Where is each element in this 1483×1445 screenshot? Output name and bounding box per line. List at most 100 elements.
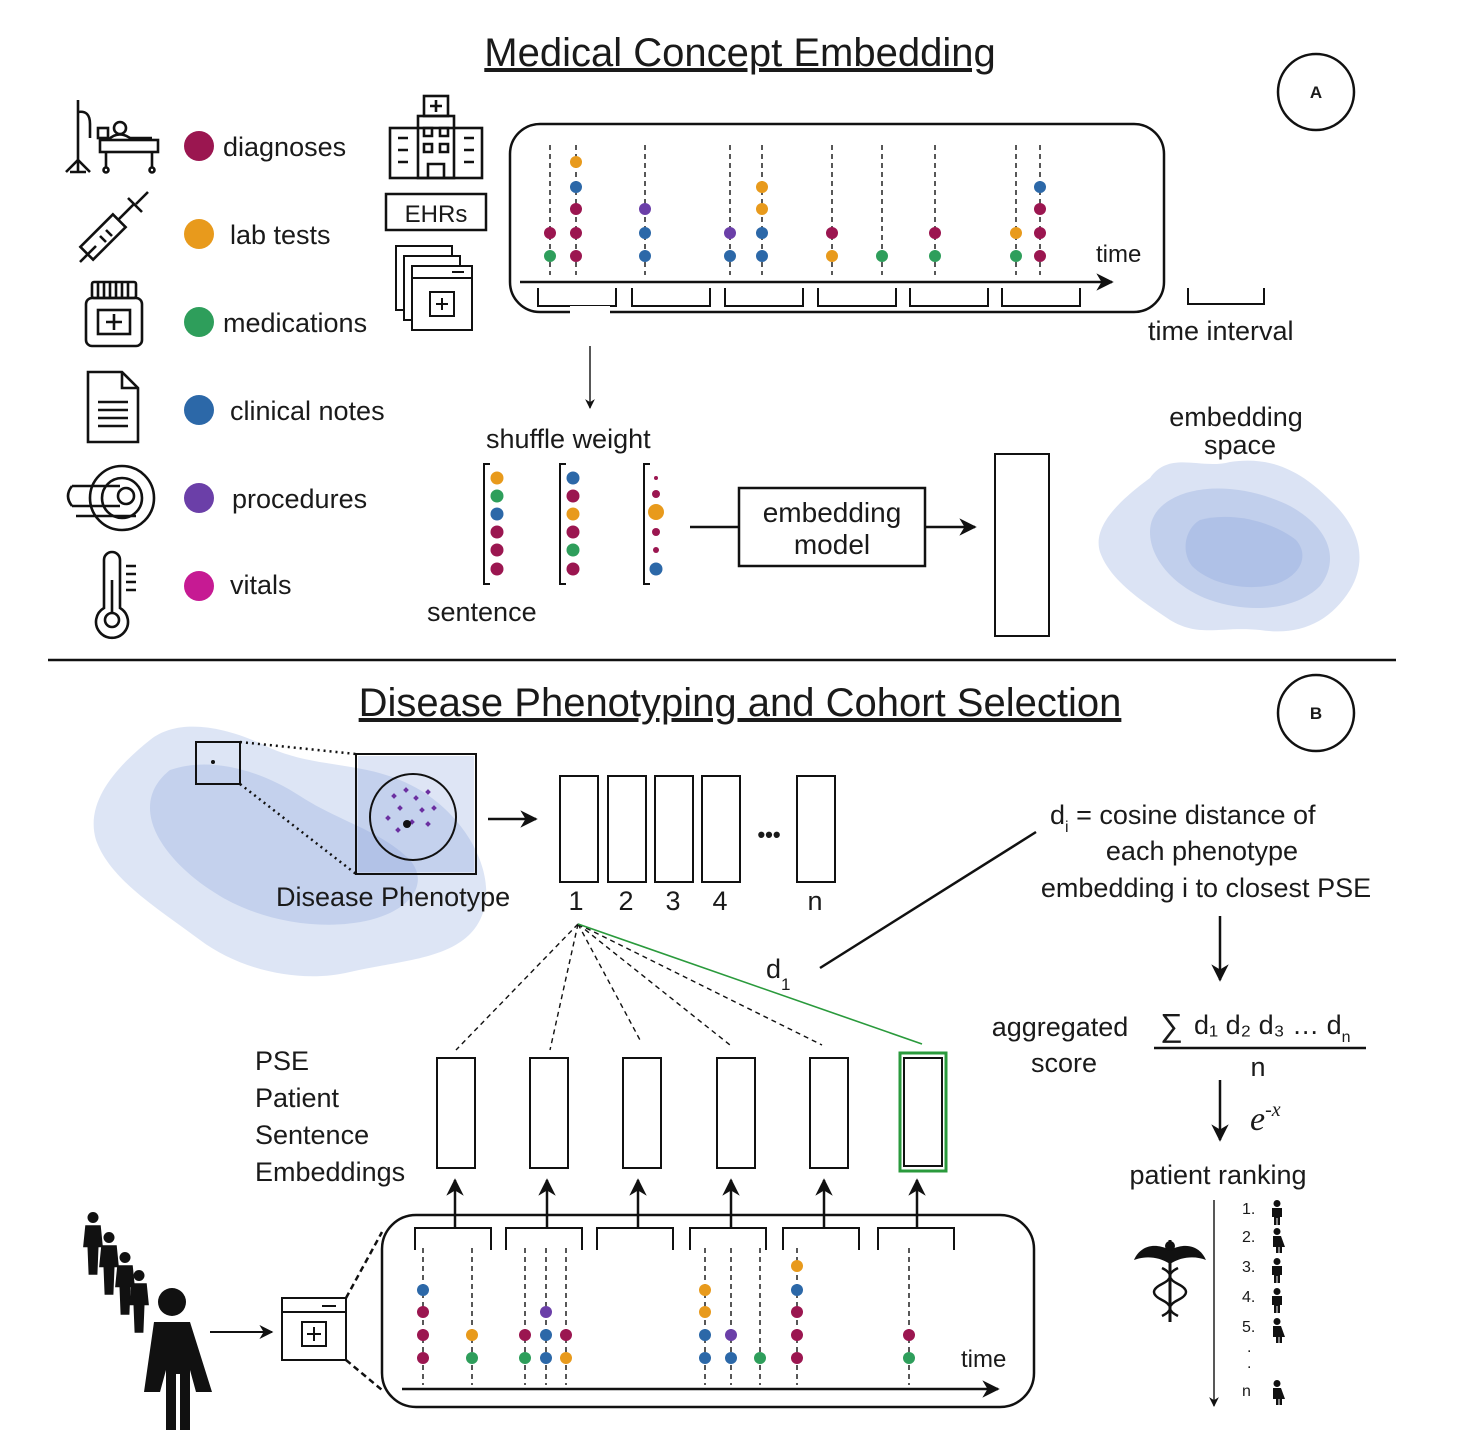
- cos-d: d: [1050, 800, 1065, 830]
- event-dot: [826, 250, 838, 262]
- event-dot: [699, 1284, 711, 1296]
- event-dot: [1010, 227, 1022, 239]
- pse-vectors: [436, 1051, 948, 1173]
- event-dot: [699, 1306, 711, 1318]
- legend-dot-diagnoses: [184, 131, 214, 161]
- event-dot: [1034, 203, 1046, 215]
- d1-leader-line: [819, 830, 1037, 970]
- rank-label: 5.: [1242, 1319, 1255, 1336]
- event-dot: [929, 250, 941, 262]
- event-dot: [791, 1260, 803, 1272]
- female-patient-icon: [1273, 1318, 1285, 1343]
- embedding-space-line1: embedding: [1169, 402, 1303, 432]
- exp-base: e: [1250, 1101, 1265, 1138]
- interval-bracket: [689, 1227, 767, 1250]
- event-dot: [929, 227, 941, 239]
- rank-label: .: [1247, 1339, 1251, 1356]
- event-dot: [570, 156, 582, 168]
- event-dot: [725, 1352, 737, 1364]
- phenotype-vector: [559, 775, 599, 883]
- model-label-line2: model: [794, 529, 870, 560]
- d1-main: d: [766, 954, 781, 984]
- zoom-source-box: [195, 741, 241, 785]
- male-patient-icon: [1272, 1258, 1282, 1283]
- cos-line1-rest: = cosine distance of: [1069, 800, 1316, 830]
- event-dot: [756, 203, 768, 215]
- rank-label: 3.: [1242, 1259, 1255, 1276]
- legend-dot-medications: [184, 307, 214, 337]
- legend-label-medications: medications: [223, 308, 367, 338]
- event-dot: [791, 1284, 803, 1296]
- zoom-leader-top: [239, 740, 357, 756]
- section-a: Medical Concept Embedding A: [65, 31, 1360, 640]
- event-dot: [570, 250, 582, 262]
- vector-ellipsis: •••: [757, 822, 780, 847]
- pse-line: Sentence: [255, 1120, 369, 1150]
- event-dot: [756, 250, 768, 262]
- event-dot: [699, 1329, 711, 1341]
- vector-index-labels: 1 2 3 4 n: [568, 886, 822, 916]
- cos-line2: each phenotype: [1106, 836, 1298, 866]
- record-leader-top: [344, 1231, 384, 1299]
- event-dot: [791, 1329, 803, 1341]
- formula-sub-n: n: [1342, 1029, 1351, 1046]
- event-dot: [1034, 181, 1046, 193]
- event-dot: [756, 227, 768, 239]
- pse-label: PSE Patient Sentence Embeddings: [255, 1046, 405, 1187]
- female-patient-icon: [1273, 1228, 1285, 1253]
- mri-scanner-icon: [66, 464, 156, 532]
- svg-text:di = cosine distance of: di = cosine distance of: [1050, 800, 1316, 836]
- distance-line: [577, 923, 641, 1041]
- badge-a-circle: [1276, 52, 1356, 132]
- timeline-b-events: [417, 1248, 915, 1385]
- event-dot: [1034, 250, 1046, 262]
- distance-line: [455, 923, 579, 1051]
- model-label-line1: embedding: [763, 497, 902, 528]
- event-dot: [540, 1306, 552, 1318]
- thermometer-icon: [94, 550, 136, 640]
- hospital-building-icon: [388, 94, 484, 180]
- phenotype-vector: [701, 775, 741, 883]
- legend-label-diagnoses: diagnoses: [223, 132, 346, 162]
- interval-brackets-a: [537, 288, 1081, 307]
- exp-power: -x: [1265, 1099, 1281, 1121]
- section-b-title: Disease Phenotyping and Cohort Selection: [359, 681, 1122, 725]
- interval-bracket: [596, 1227, 674, 1250]
- event-dot: [417, 1352, 429, 1364]
- document-icon: [86, 370, 140, 444]
- event-dot: [724, 227, 736, 239]
- zoom-leader-bottom: [239, 783, 357, 875]
- embedding-vector: [994, 453, 1050, 637]
- time-label-b: time: [961, 1346, 1006, 1373]
- ehrs-box: [384, 192, 488, 232]
- time-label-a: time: [1096, 241, 1141, 268]
- vector-index: 4: [712, 886, 727, 916]
- legend-label-clinical-notes: clinical notes: [230, 396, 385, 426]
- ranking-list: 1. 2. 3. 4. 5. . . n: [1242, 1200, 1285, 1405]
- time-interval-label: time interval: [1148, 316, 1294, 346]
- cosine-distance-definition: di = cosine distance of each phenotype e…: [1041, 800, 1371, 903]
- syringe-icon: [78, 191, 149, 263]
- male-patient-icon: [1272, 1200, 1282, 1225]
- section-b: Disease Phenotyping and Cohort Selection…: [83, 673, 1371, 1430]
- interval-bracket: [909, 288, 989, 307]
- record-leader-bottom: [345, 1359, 383, 1391]
- vector-index: 3: [665, 886, 680, 916]
- sentence-label: sentence: [427, 597, 537, 627]
- vector-index: 2: [618, 886, 633, 916]
- event-dot: [519, 1352, 531, 1364]
- rank-label: 1.: [1242, 1201, 1255, 1218]
- phenotype-vector: [607, 775, 647, 883]
- pse-vector: [716, 1057, 756, 1169]
- legend-dot-clinical-notes: [184, 395, 214, 425]
- event-dot: [1034, 227, 1046, 239]
- formula-numerator: d₁ d₂ d₃ … dn: [1194, 1010, 1351, 1046]
- event-dot: [466, 1329, 478, 1341]
- event-dot: [754, 1352, 766, 1364]
- event-dot: [560, 1329, 572, 1341]
- embedding-space-cloud: [1098, 460, 1360, 632]
- female-patient-icon: [1273, 1380, 1285, 1405]
- rank-label: 2.: [1242, 1229, 1255, 1246]
- event-dot: [519, 1329, 531, 1341]
